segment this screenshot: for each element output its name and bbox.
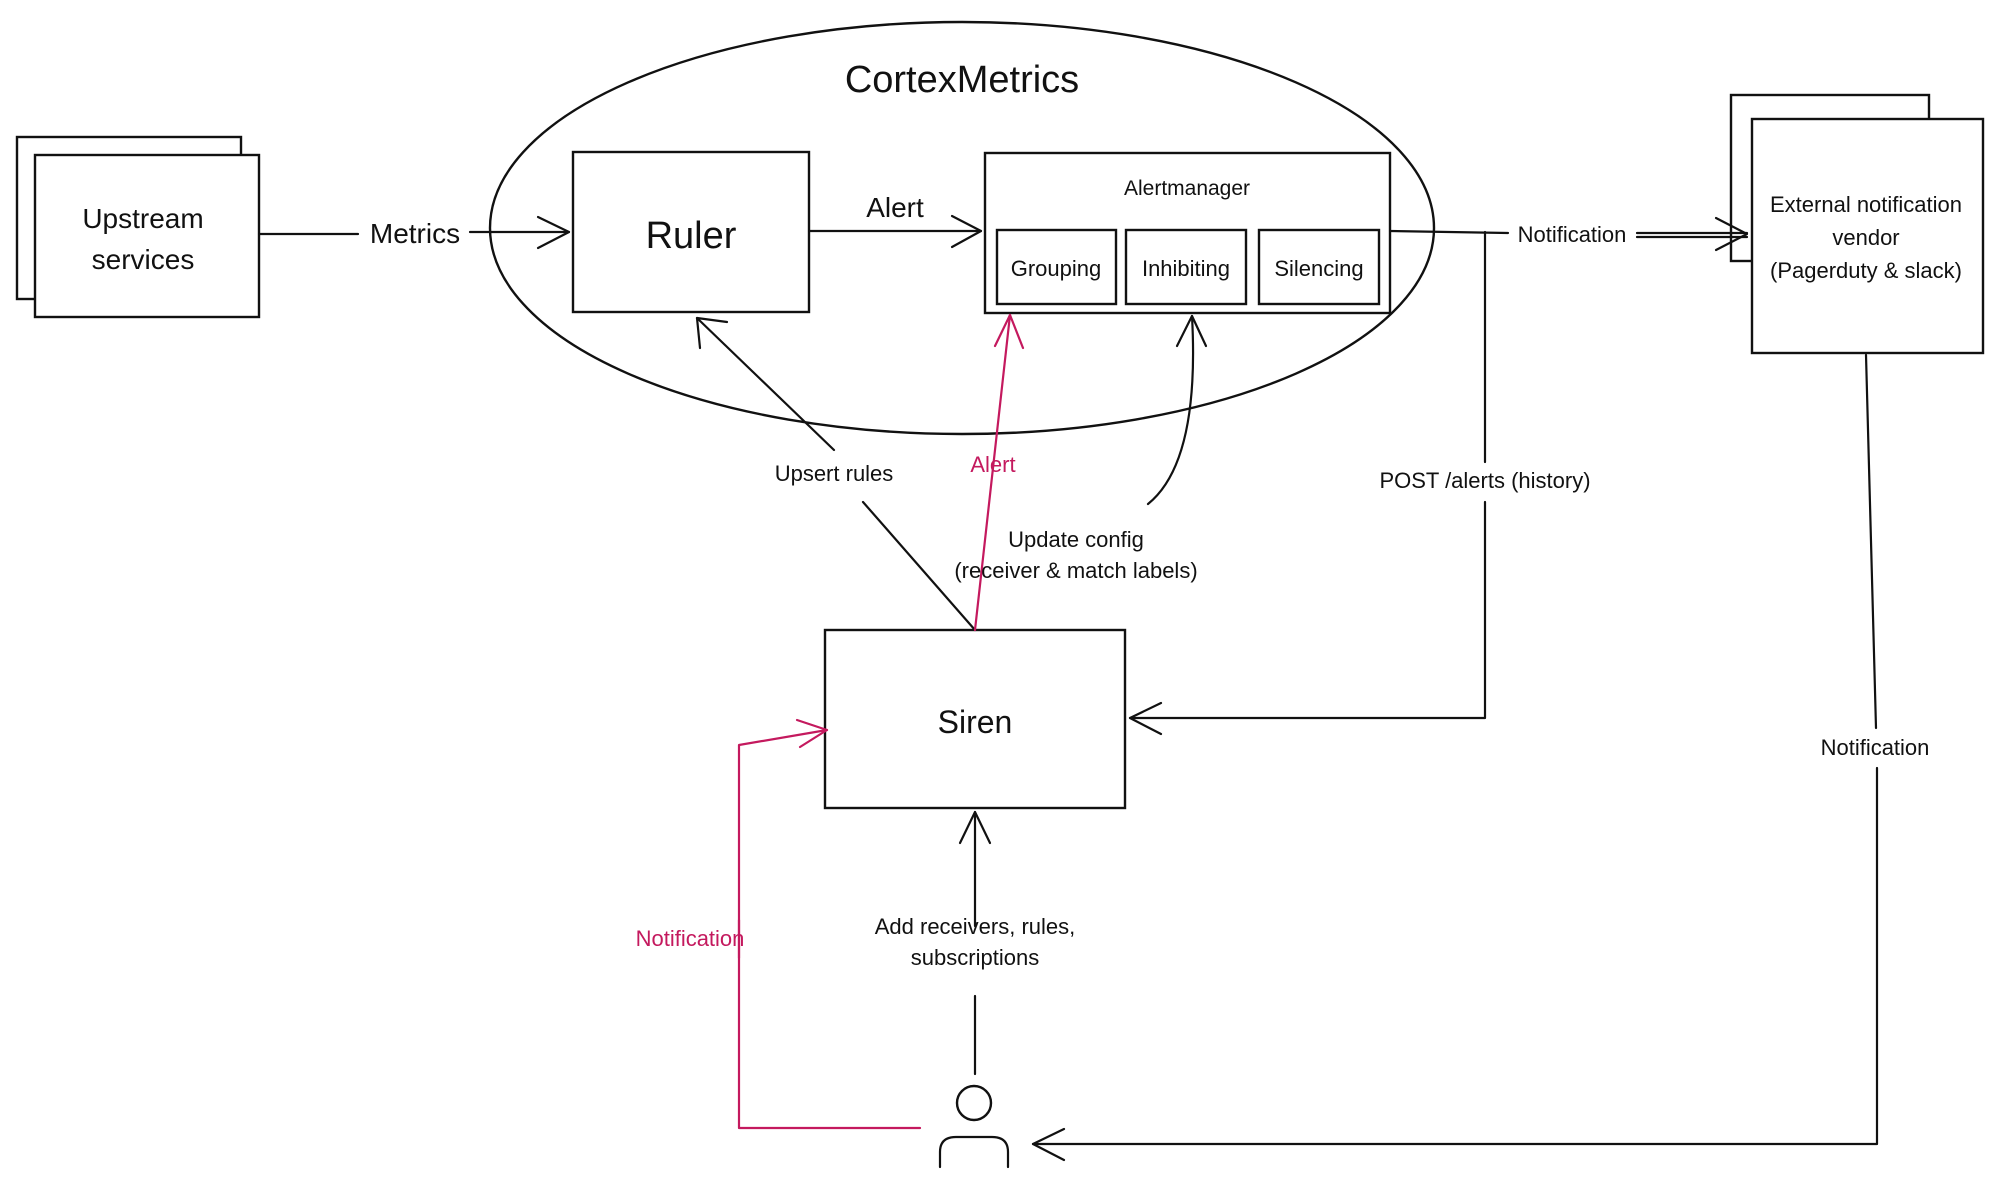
notification-pink-label: Notification — [636, 926, 745, 951]
grouping-box — [995, 228, 1118, 306]
siren-node: Siren — [823, 628, 1127, 810]
silencing-box — [1257, 228, 1381, 306]
edge-add-receivers: Add receivers, rules, subscriptions — [875, 810, 1076, 1076]
inhibiting-label: Inhibiting — [1142, 256, 1230, 281]
edge-notification-pink: Notification — [636, 718, 922, 1130]
edge-alert-pink: Alert — [970, 313, 1025, 632]
upstream-services-node: Upstream services — [15, 135, 261, 319]
ruler-node: Ruler — [571, 150, 811, 314]
notification-vendor-label: Notification — [1821, 735, 1930, 760]
edge-metrics: Metrics — [257, 215, 571, 250]
add-receivers-line1: Add receivers, rules, — [875, 914, 1076, 939]
edge-upsert-rules: Upsert rules — [695, 316, 977, 632]
silencing-label: Silencing — [1274, 256, 1363, 281]
grouping-label: Grouping — [1011, 256, 1102, 281]
edge-update-config: Update config (receiver & match labels) — [954, 314, 1208, 583]
alertmanager-node: Alertmanager Grouping Inhibiting Silenci… — [983, 151, 1392, 315]
edge-notification-right: Notification — [1388, 216, 1749, 252]
siren-label: Siren — [938, 704, 1013, 740]
external-vendor-node: External notification vendor (Pagerduty … — [1729, 93, 1985, 355]
notification-right-label: Notification — [1518, 222, 1627, 247]
post-alerts-label: POST /alerts (history) — [1379, 468, 1590, 493]
ruler-label: Ruler — [646, 215, 737, 257]
cortexmetrics-title: CortexMetrics — [845, 59, 1079, 101]
upsert-rules-label: Upsert rules — [775, 461, 894, 486]
alertmanager-label: Alertmanager — [1124, 177, 1250, 200]
upstream-label-line1: Upstream — [82, 203, 203, 234]
vendor-label-line2: vendor — [1832, 225, 1899, 250]
upstream-label-line2: services — [92, 244, 195, 275]
vendor-label-line1: External notification — [1770, 192, 1962, 217]
cortexmetrics-cluster — [488, 20, 1436, 436]
update-config-line1: Update config — [1008, 527, 1144, 552]
update-config-line2: (receiver & match labels) — [954, 558, 1197, 583]
inhibiting-box — [1124, 228, 1248, 306]
edge-alert-top: Alert — [807, 192, 983, 249]
add-receivers-line2: subscriptions — [911, 945, 1039, 970]
edge-post-alerts: POST /alerts (history) — [1128, 230, 1591, 736]
user-icon — [938, 1084, 1010, 1169]
alert-top-label: Alert — [866, 192, 924, 223]
edge-notification-vendor: Notification — [1031, 353, 1930, 1162]
vendor-label-line3: (Pagerduty & slack) — [1770, 258, 1962, 283]
metrics-label: Metrics — [370, 218, 460, 249]
alert-pink-label: Alert — [970, 452, 1015, 477]
